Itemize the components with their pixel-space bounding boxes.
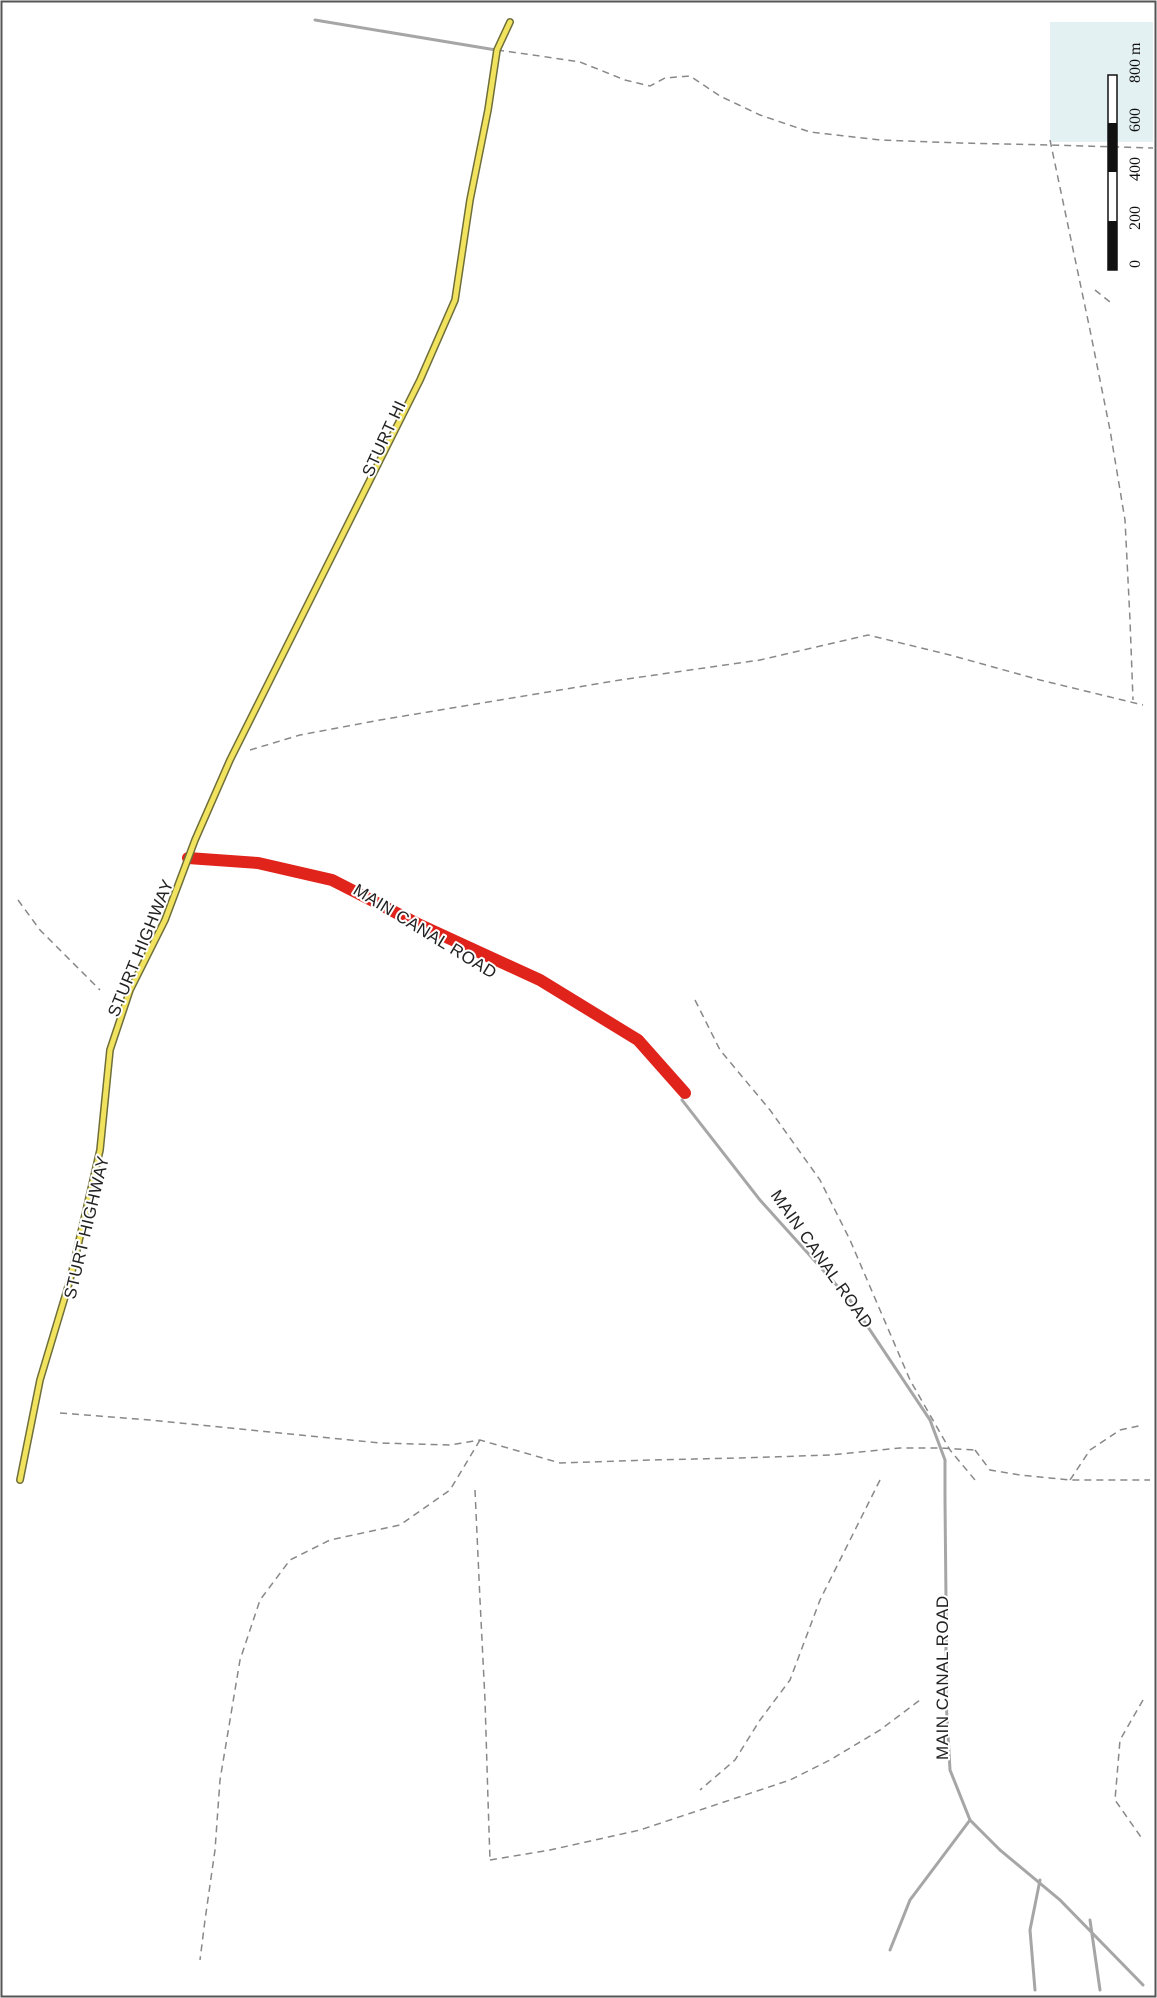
boundary-line (1094, 289, 1111, 303)
highlighted-road-segment (182, 852, 691, 1099)
boundary-line (199, 1439, 481, 1961)
boundary-line (974, 1449, 1150, 1481)
water-area (1050, 22, 1153, 142)
boundary-line (694, 999, 976, 1481)
scale-tick-label: 200 (1127, 206, 1144, 230)
boundary-line (1049, 139, 1134, 701)
sturt-highway-label: STURT HIGHWAY (104, 877, 177, 1020)
scale-tick-label: 800 m (1127, 42, 1144, 83)
boundary-line (1114, 1699, 1144, 1841)
scale-bar-segment (1108, 123, 1117, 172)
boundary-line (17, 899, 101, 991)
scale-bar-segment (1108, 221, 1117, 270)
main-canal-road-label: MAIN CANAL ROAD (350, 880, 500, 982)
boundary-line (249, 634, 1144, 751)
boundary-line (474, 1489, 491, 1861)
scale-bar: 0 200 400 600 800 m (1107, 42, 1144, 271)
road-line (888, 1818, 972, 1952)
boundary-line (699, 1479, 881, 1791)
boundary-line (1069, 1424, 1144, 1481)
sturt-highway (16, 18, 514, 1484)
main-canal-road-label: MAIN CANAL ROAD (933, 1595, 952, 1760)
road-line (680, 1098, 1002, 1852)
road-line (313, 18, 498, 52)
road-line (998, 1848, 1145, 1987)
main-canal-road-label: MAIN CANAL ROAD (767, 1186, 877, 1332)
boundary-line (489, 1699, 921, 1861)
road-line (1088, 1918, 1102, 1992)
minor-roads (313, 18, 1145, 1992)
highway-fill (17, 19, 513, 1483)
scale-tick-label: 400 (1127, 157, 1144, 181)
highway-casing (16, 18, 514, 1484)
boundary-lines (17, 49, 1154, 1961)
road-line (1028, 1878, 1042, 1992)
boundary-line (59, 1412, 976, 1464)
boundary-line (496, 49, 1154, 149)
sturt-highway-label: STURT HIGHWAY (0, 0, 410, 480)
scale-tick-label: 0 (1127, 260, 1144, 268)
sturt-highway-label: STURT HIGHWAY (60, 1154, 113, 1301)
scale-tick-label: 600 (1127, 108, 1144, 132)
